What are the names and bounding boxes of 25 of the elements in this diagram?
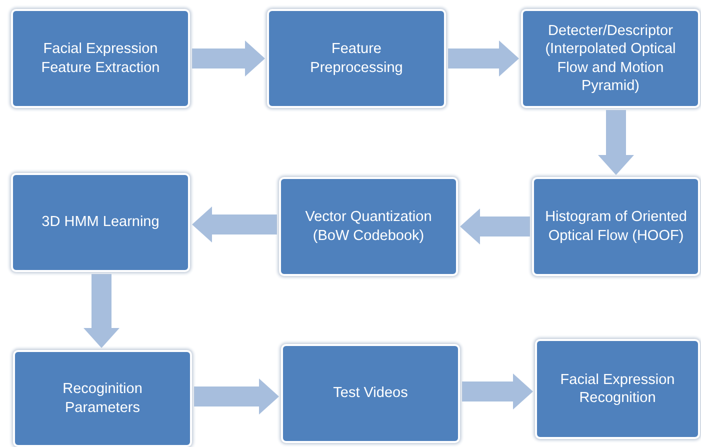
step-label: Histogram of Oriented Optical Flow (HOOF) xyxy=(544,208,688,245)
step-label: Detecter/Descriptor (Interpolated Optical Flow and Motion Pyramid) xyxy=(544,22,677,96)
process-box xyxy=(281,344,460,443)
block-arrow xyxy=(598,110,634,175)
process-box xyxy=(535,339,700,439)
step-label: Facial Expression Recognition xyxy=(559,370,676,408)
block-arrow xyxy=(84,274,120,348)
step-label: Vector Quantization (BoW Codebook) xyxy=(304,208,433,245)
step-label: Test Videos xyxy=(333,384,408,403)
process-box xyxy=(532,177,700,276)
block-arrow xyxy=(448,40,519,76)
step-label: 3D HMM Learning xyxy=(42,213,160,232)
process-box xyxy=(11,173,190,272)
step-label: Feature Preprocessing xyxy=(309,40,404,77)
process-box xyxy=(521,9,700,108)
process-box xyxy=(11,9,190,108)
block-arrow xyxy=(460,208,530,244)
step-label: Facial Expression Feature Extraction xyxy=(40,40,161,77)
block-arrow xyxy=(192,40,265,76)
process-box xyxy=(267,9,446,108)
process-box xyxy=(279,177,458,276)
process-box xyxy=(13,350,192,447)
block-arrow xyxy=(194,378,279,414)
block-arrow xyxy=(192,206,277,242)
step-label: Recoginition Parameters xyxy=(62,380,144,417)
